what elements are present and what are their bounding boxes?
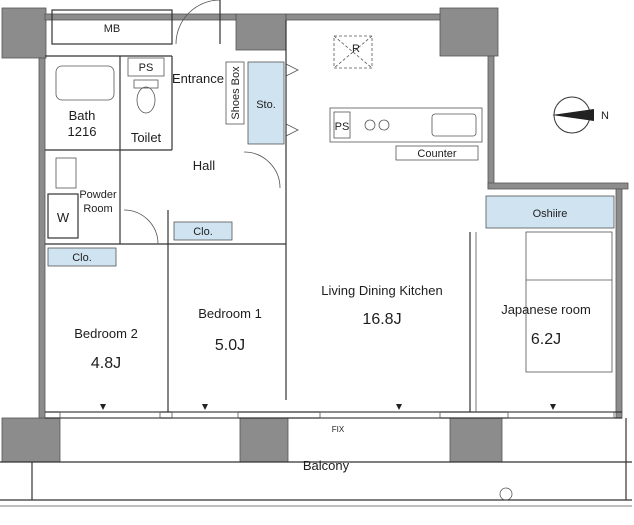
window-marker-4 — [550, 404, 556, 410]
window-marker-1 — [100, 404, 106, 410]
sto-label: Sto. — [256, 99, 276, 111]
w-label: W — [57, 210, 70, 225]
toilet-label: Toilet — [131, 130, 162, 145]
wall-top-left — [44, 13, 237, 21]
compass-needle-icon — [552, 109, 594, 121]
hall-door-swing[interactable] — [243, 151, 281, 189]
sink-unit — [55, 157, 77, 189]
door-mark-2 — [285, 123, 299, 137]
clo-bed1-label: Clo. — [193, 226, 213, 238]
north-arrow: N — [552, 96, 609, 134]
entrance-label: Entrance — [172, 71, 224, 86]
wall-right-step — [487, 182, 629, 190]
column-bottom-center — [239, 417, 289, 463]
bath-size-label: 1216 — [68, 124, 97, 139]
stove-burner-2 — [378, 119, 390, 131]
fix-label: FIX — [332, 425, 345, 434]
column-bottom-right — [449, 417, 503, 463]
oshiire-label: Oshiire — [533, 208, 568, 220]
bathtub — [55, 65, 115, 101]
bedroom1-size-label: 5.0J — [215, 337, 245, 354]
powder-room-label: Room — [83, 203, 112, 215]
powder-label: Powder — [79, 189, 117, 201]
toilet-bowl — [136, 86, 156, 114]
ldk-label: Living Dining Kitchen — [321, 283, 442, 298]
japanese-label: Japanese room — [501, 302, 591, 317]
bedroom2-size-label: 4.8J — [91, 355, 121, 372]
kitchen-counter — [329, 107, 483, 143]
stove-burner-1 — [364, 119, 376, 131]
japanese-size-label: 6.2J — [531, 331, 561, 348]
oshiire-closet — [485, 195, 615, 229]
mb-label: MB — [104, 23, 121, 35]
ps-kitchen-box — [333, 111, 351, 139]
ps-kitchen-label: PS — [335, 121, 350, 133]
washer-box — [47, 193, 79, 239]
wall-right-upper — [487, 55, 495, 189]
closet-left — [47, 247, 117, 267]
window-japanese — [507, 411, 615, 419]
column-top-right — [439, 7, 499, 57]
balcony-label: Balcony — [303, 458, 350, 473]
shoes-box-label: Shoes Box — [230, 66, 242, 120]
door-mark-1 — [285, 63, 299, 77]
column-top-left — [1, 7, 47, 59]
north-label: N — [601, 110, 609, 122]
column-top-center — [235, 13, 287, 51]
shoes-box — [225, 61, 245, 125]
window-marker-2 — [202, 404, 208, 410]
wall-right-lower — [615, 188, 623, 419]
mb-box — [51, 9, 173, 45]
bath-label: Bath — [69, 108, 96, 123]
r-label: R — [352, 43, 360, 55]
counter-label: Counter — [417, 148, 456, 160]
window-bedroom2 — [59, 411, 161, 419]
ps-top-label: PS — [139, 62, 154, 74]
toilet-tank — [133, 79, 159, 89]
drain-mark — [499, 487, 513, 501]
tatami-grid — [525, 231, 613, 373]
ps-box-top — [127, 57, 165, 77]
window-marker-3 — [396, 404, 402, 410]
window-bedroom1 — [171, 411, 239, 419]
bedroom2-label: Bedroom 2 — [74, 326, 138, 341]
ldk-size-label: 16.8J — [362, 311, 401, 328]
kitchen-sink — [431, 113, 477, 137]
walls — [1, 7, 629, 463]
hall-label: Hall — [193, 158, 216, 173]
entrance-door-swing[interactable] — [175, 0, 221, 45]
closet-bedroom1 — [173, 221, 233, 241]
wall-top-middle — [285, 13, 441, 21]
powder-door-swing[interactable] — [123, 209, 159, 245]
column-bottom-left — [1, 417, 61, 463]
storage-sto — [247, 61, 285, 145]
r-diag-2 — [333, 35, 373, 69]
r-diag-1 — [333, 35, 373, 69]
wall-left — [38, 57, 46, 419]
counter-bar — [395, 145, 479, 161]
bedroom1-label: Bedroom 1 — [198, 306, 262, 321]
clo-left-label: Clo. — [72, 252, 92, 264]
window-ldk — [319, 411, 441, 419]
